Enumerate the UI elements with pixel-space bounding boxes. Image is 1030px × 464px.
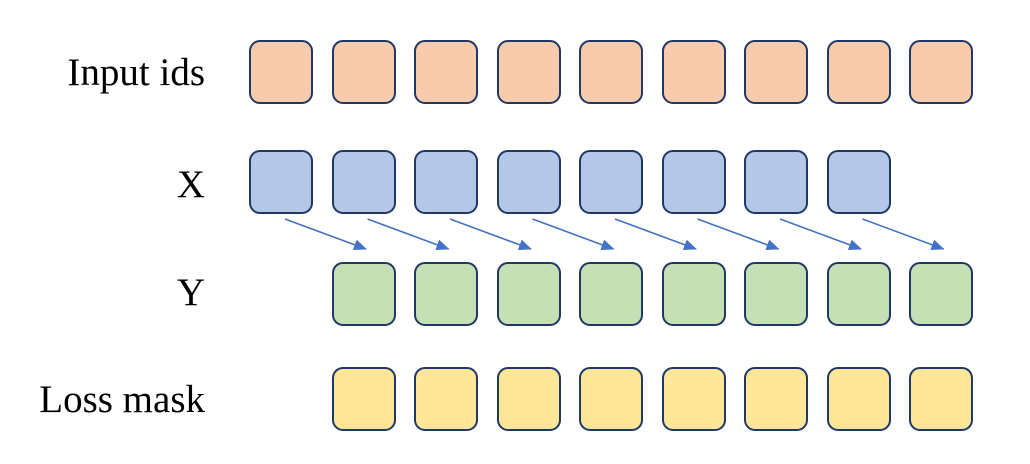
shift-arrow (532, 218, 615, 250)
shift-arrow (779, 218, 862, 250)
shift-arrow (697, 218, 780, 250)
shift-arrow (284, 218, 367, 250)
y-square (744, 262, 808, 326)
x-square (826, 150, 891, 214)
shift-arrow (614, 218, 697, 250)
input-ids-square (331, 40, 396, 104)
loss-mask-square (331, 367, 396, 431)
loss-mask-square (909, 367, 973, 431)
input-ids-square (661, 40, 726, 104)
loss-mask-square (744, 367, 808, 431)
y-square (909, 262, 973, 326)
y-square (661, 262, 726, 326)
row-label-x: X (176, 162, 205, 206)
input-ids-square (909, 40, 973, 104)
x-square (579, 150, 643, 214)
x-square (744, 150, 808, 214)
y-square (496, 262, 561, 326)
x-square (661, 150, 726, 214)
y-square (826, 262, 891, 326)
input-ids-square (414, 40, 478, 104)
y-square (331, 262, 396, 326)
y-square (579, 262, 643, 326)
row-label-input-ids: Input ids (67, 50, 205, 94)
loss-mask-square (414, 367, 478, 431)
x-square (331, 150, 396, 214)
y-square (414, 262, 478, 326)
loss-mask-square (579, 367, 643, 431)
shift-arrow (367, 218, 450, 250)
row-label-loss-mask: Loss mask (39, 377, 205, 421)
x-square (249, 150, 313, 214)
input-ids-square (496, 40, 561, 104)
input-ids-square (744, 40, 808, 104)
loss-mask-square (496, 367, 561, 431)
x-square (496, 150, 561, 214)
input-ids-square (249, 40, 313, 104)
shift-arrow (862, 218, 945, 250)
row-label-y: Y (176, 270, 205, 314)
loss-mask-square (661, 367, 726, 431)
input-ids-square (826, 40, 891, 104)
x-square (414, 150, 478, 214)
input-ids-square (579, 40, 643, 104)
shift-arrow (449, 218, 532, 250)
loss-mask-square (826, 367, 891, 431)
